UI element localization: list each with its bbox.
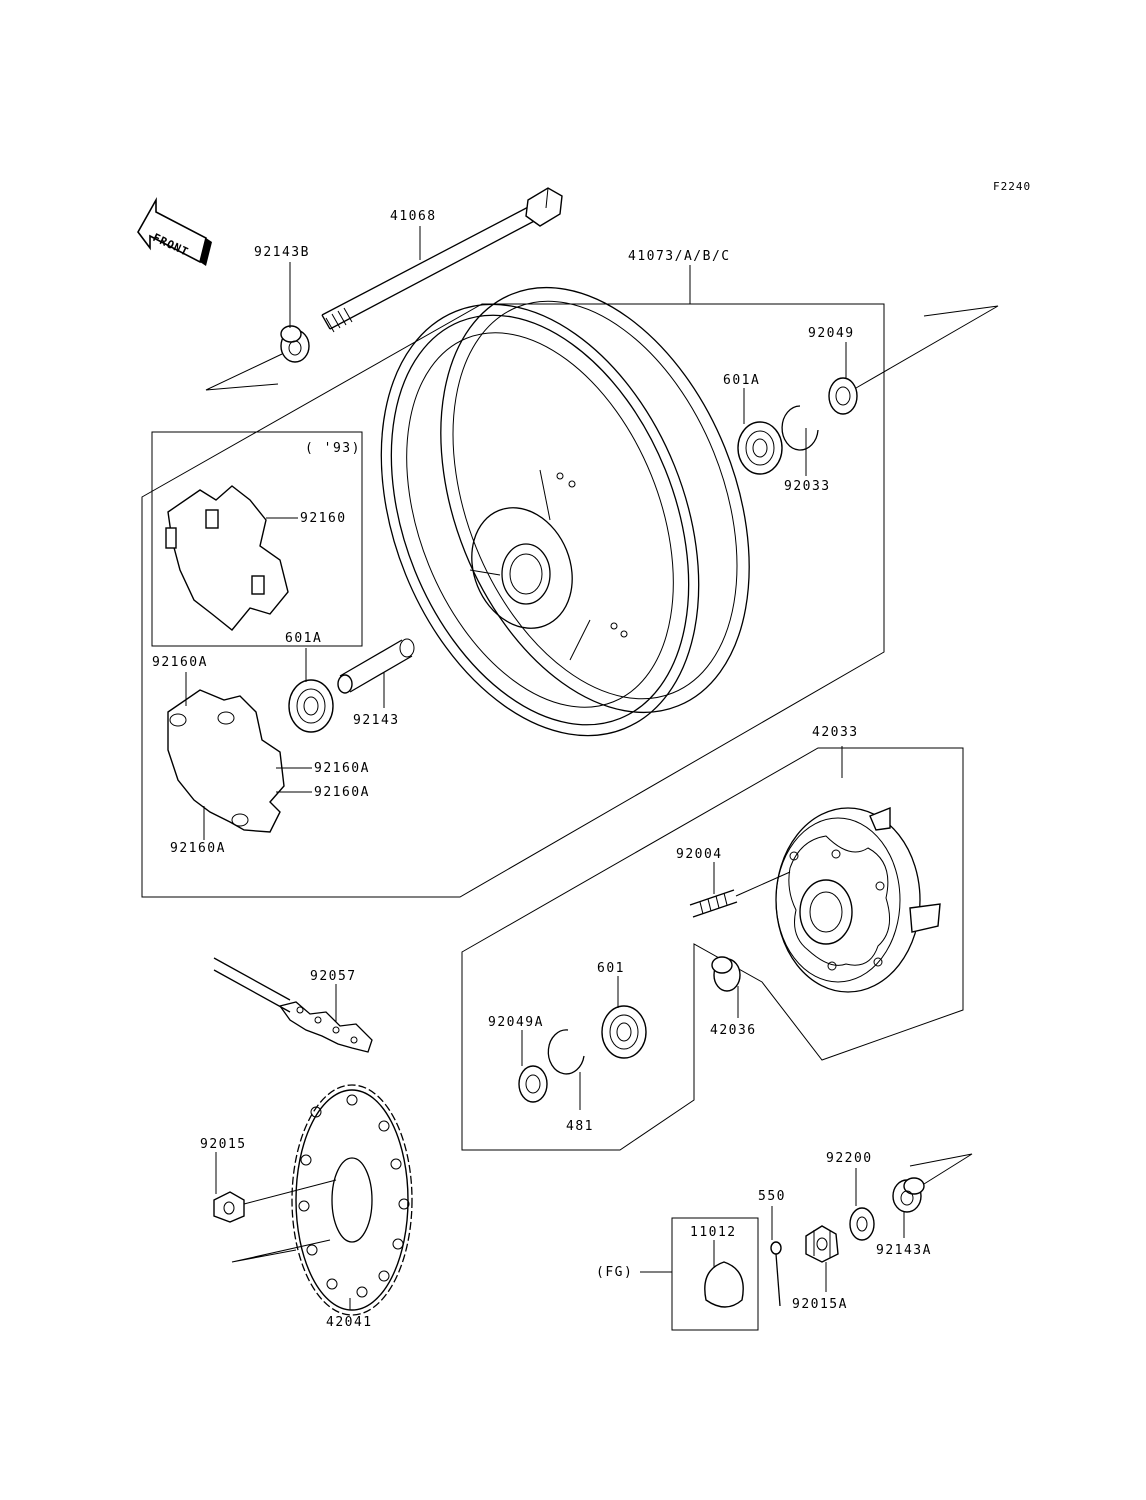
label-550: 550 (758, 1189, 786, 1204)
label-41068: 41068 (390, 209, 437, 224)
label-92049A: 92049A (488, 1015, 544, 1030)
drive-chain-92057 (213, 957, 373, 1053)
circlip-481 (547, 1029, 585, 1075)
sleeve-92143 (337, 638, 415, 694)
bearing-601A-top (737, 421, 783, 475)
variant-93-label: ( '93) (305, 441, 361, 456)
label-481: 481 (566, 1119, 594, 1134)
cap-11012 (704, 1261, 744, 1308)
axle (321, 187, 563, 333)
label-92143: 92143 (353, 713, 400, 728)
label-92015A: 92015A (792, 1297, 848, 1312)
washer-92200 (849, 1207, 875, 1241)
label-92160A-b: 92160A (314, 761, 370, 776)
label-92160A-a: 92160A (152, 655, 208, 670)
label-92200: 92200 (826, 1151, 873, 1166)
rear-wheel (380, 286, 750, 737)
collar-42036 (711, 956, 741, 992)
label-92057: 92057 (310, 969, 357, 984)
label-92143B: 92143B (254, 245, 310, 260)
castle-nut-92015A (805, 1225, 839, 1263)
label-42033: 42033 (812, 725, 859, 740)
label-92160: 92160 (300, 511, 347, 526)
label-92015: 92015 (200, 1137, 247, 1152)
label-42036: 42036 (710, 1023, 757, 1038)
figure-code: F2240 (993, 180, 1031, 193)
label-92143A: 92143A (876, 1243, 932, 1258)
label-41073: 41073/A/B/C (628, 249, 731, 264)
wheel-assembly-frame (141, 303, 885, 898)
label-92160A-d: 92160A (170, 841, 226, 856)
collar-92143A (892, 1177, 925, 1213)
label-92004: 92004 (676, 847, 723, 862)
bearing-601A-mid (288, 679, 334, 733)
seal-92049A (518, 1065, 548, 1103)
sprocket-hub-42033 (775, 806, 941, 993)
nut-92015 (213, 1191, 245, 1223)
label-92160A-c: 92160A (314, 785, 370, 800)
stud-92004 (689, 871, 791, 918)
seal-92049 (828, 377, 858, 415)
cotter-pin-550 (770, 1241, 782, 1307)
label-92049: 92049 (808, 326, 855, 341)
label-601: 601 (597, 961, 625, 976)
front-arrow-icon: FRONT (137, 196, 212, 266)
hub-assembly-frame (461, 747, 964, 1151)
fg-part-frame (671, 1217, 759, 1331)
damper-92160 (165, 485, 289, 631)
rear-sprocket-42041 (291, 1084, 413, 1316)
label-92033: 92033 (784, 479, 831, 494)
label-601A-top: 601A (723, 373, 760, 388)
damper-92160A (167, 689, 285, 833)
bearing-601 (601, 1005, 647, 1059)
fg-label: (FG) (596, 1265, 633, 1280)
label-11012: 11012 (690, 1225, 737, 1240)
label-42041: 42041 (326, 1315, 373, 1330)
collar-92143B (280, 325, 310, 363)
label-601A-mid: 601A (285, 631, 322, 646)
circlip-92033 (781, 405, 819, 451)
damper-93-frame (151, 431, 363, 647)
